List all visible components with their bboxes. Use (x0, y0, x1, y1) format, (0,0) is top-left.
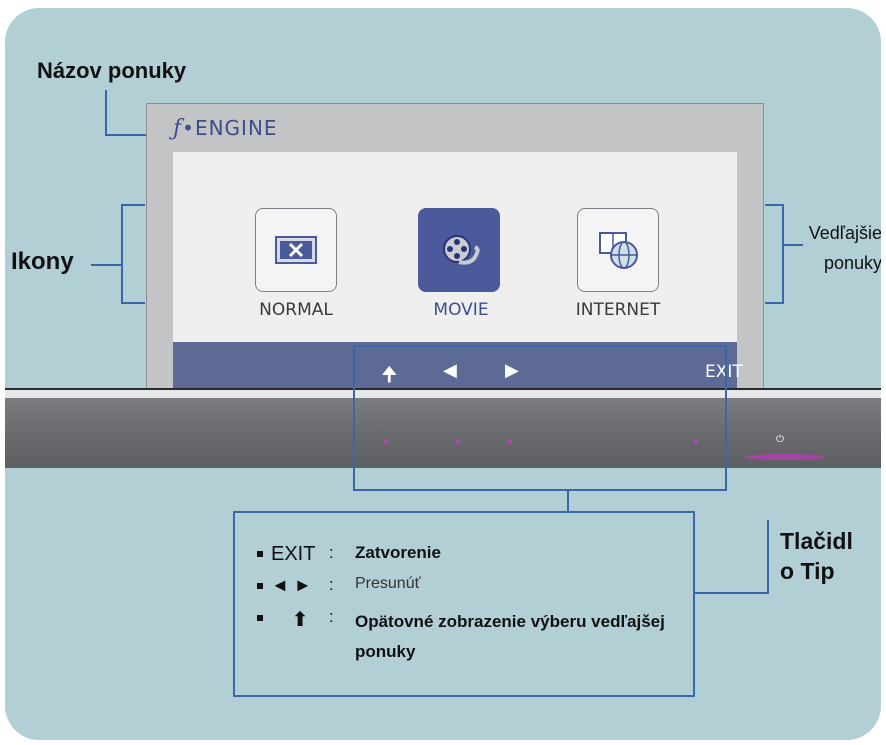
submenus-bracket-top (765, 204, 783, 206)
submenus-bracket-v (782, 204, 784, 304)
osd-title: ƒ•ENGINE (173, 116, 278, 141)
right-arrow-icon[interactable]: ▶ (505, 360, 519, 380)
internet-label: INTERNET (575, 300, 661, 320)
buttons-highlight-box (353, 345, 727, 491)
normal-icon (275, 236, 317, 264)
button-tip-callout-h (695, 592, 769, 594)
power-icon[interactable]: ⏻ (776, 434, 784, 445)
legend-sep: : (329, 575, 334, 594)
bullet-icon (257, 583, 263, 589)
legend-desc-move: Presunúť (355, 575, 421, 592)
legend-key-move: ◄ ► (271, 575, 312, 595)
bullet-icon (257, 551, 263, 557)
menu-name-callout-h (105, 134, 149, 136)
legend-row-back: ⬆ : Opätovné zobrazenie výberu vedľajšej… (257, 607, 665, 667)
exit-button-led[interactable] (694, 440, 698, 444)
legend-sep: : (329, 607, 334, 626)
movie-icon (443, 235, 480, 265)
exit-button[interactable]: EXIT (705, 362, 743, 382)
osd-menu-area: NORMAL MOVIE (173, 152, 737, 342)
legend-sep: : (329, 543, 334, 562)
bullet-icon (257, 615, 263, 621)
submenus-label: Vedľajšie ponuky (802, 218, 881, 278)
legend-desc-back-line2: ponuky (355, 642, 416, 661)
internet-menu-item[interactable] (577, 208, 659, 292)
button-tip-label: Tlačidl o Tip (780, 526, 853, 586)
button-tip-label-line1: Tlačidl (780, 528, 853, 554)
movie-label: MOVIE (433, 300, 489, 320)
legend-key-exit: EXIT (271, 543, 316, 565)
left-button-led[interactable] (456, 440, 460, 444)
highlight-to-legend-line (567, 491, 569, 511)
normal-label: NORMAL (259, 300, 333, 320)
bezel-top-edge (5, 388, 881, 398)
legend-key-back-icon: ⬆ (291, 609, 309, 631)
icons-label: Ikony (11, 248, 74, 275)
menu-name-callout-v (105, 90, 107, 136)
icons-bracket-v (121, 204, 123, 304)
icons-callout-h (91, 264, 121, 266)
left-arrow-icon[interactable]: ◀ (443, 360, 457, 380)
submenus-label-line1: Vedľajšie (808, 223, 881, 243)
legend-desc-back: Opätovné zobrazenie výberu vedľajšej pon… (355, 607, 665, 667)
up-arrow-icon[interactable]: 🠉 (381, 364, 398, 386)
diagram-panel: Názov ponuky Ikony Vedľajšie ponuky ƒ•EN… (5, 8, 881, 740)
button-tip-label-line2: o Tip (780, 558, 835, 584)
monitor-bezel: ⏻ (5, 398, 881, 468)
submenus-label-line2: ponuky (823, 253, 881, 273)
submenus-bracket-bottom (765, 302, 783, 304)
internet-icon (599, 232, 638, 269)
menu-name-label: Názov ponuky (37, 58, 187, 83)
power-led-glow (745, 454, 825, 460)
icons-bracket-top (121, 204, 145, 206)
osd-screen: ƒ•ENGINE NORMAL (146, 103, 764, 405)
legend-row-exit: EXIT : Zatvorenie (257, 543, 441, 566)
legend-desc-exit: Zatvorenie (355, 543, 441, 562)
right-button-led[interactable] (508, 440, 512, 444)
legend-box: EXIT : Zatvorenie ◄ ► : Presunúť ⬆ : Opä… (233, 511, 695, 697)
legend-desc-back-line1: Opätovné zobrazenie výberu vedľajšej (355, 612, 665, 631)
movie-menu-item[interactable] (418, 208, 500, 292)
osd-title-text: •ENGINE (182, 116, 278, 140)
icons-bracket-bottom (121, 302, 145, 304)
button-tip-callout-v (767, 520, 769, 594)
f-engine-logo-icon: ƒ (173, 116, 183, 141)
normal-menu-item[interactable] (255, 208, 337, 292)
up-button-led[interactable] (384, 440, 388, 444)
legend-row-move: ◄ ► : Presunúť (257, 575, 421, 596)
submenus-callout-h (783, 244, 803, 246)
